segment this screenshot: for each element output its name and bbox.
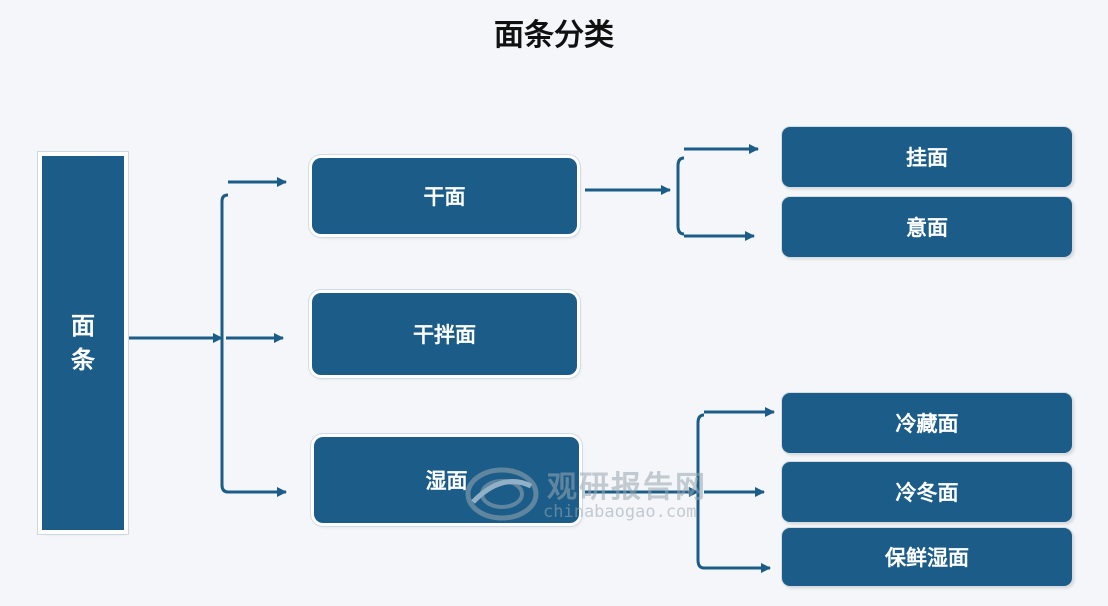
- node-label: 湿面: [425, 468, 468, 493]
- leaf-label: 挂面: [906, 145, 948, 170]
- leaf-chilled-noodles: 冷冬面: [782, 462, 1072, 522]
- leaf-fresh-wet-noodles: 保鲜湿面: [782, 528, 1072, 586]
- node-label: 干面: [423, 184, 466, 209]
- node-dry-mixed-noodles: 干拌面: [312, 293, 577, 375]
- leaf-label: 意面: [906, 215, 948, 240]
- node-wet-noodles: 湿面: [314, 437, 579, 523]
- leaf-label: 保鲜湿面: [885, 545, 969, 570]
- root-node-noodles: 面 条: [42, 156, 124, 530]
- leaf-pasta: 意面: [782, 197, 1072, 257]
- node-dry-noodles: 干面: [312, 158, 577, 234]
- leaf-label: 冷冬面: [895, 480, 959, 505]
- node-label: 干拌面: [413, 322, 476, 347]
- leaf-refrigerated-noodles: 冷藏面: [782, 393, 1072, 453]
- root-label-line2: 条: [71, 345, 95, 374]
- leaf-label: 冷藏面: [895, 411, 959, 436]
- root-label-line1: 面: [71, 311, 95, 340]
- page-title: 面条分类: [494, 18, 614, 53]
- leaf-hanging-noodles: 挂面: [782, 127, 1072, 187]
